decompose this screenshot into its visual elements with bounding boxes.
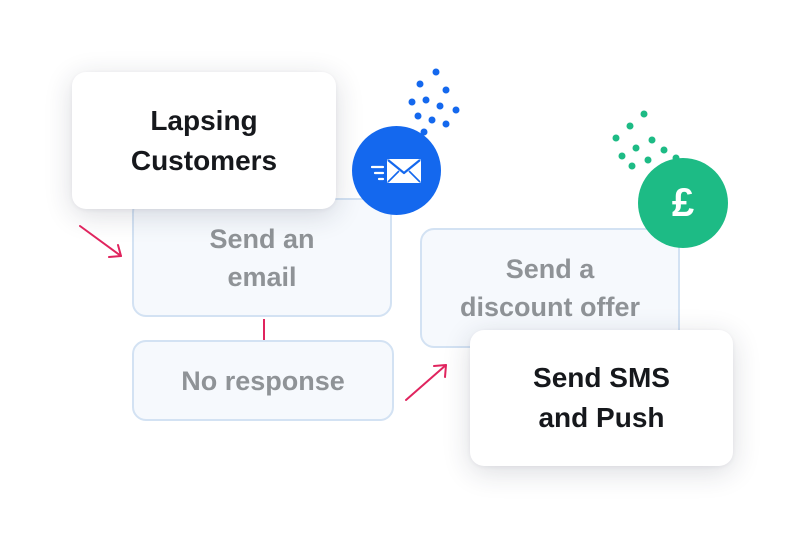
step-send-email-label: Send an email	[209, 220, 314, 296]
email-badge	[352, 126, 441, 215]
callout-lapsing-customers: Lapsing Customers	[72, 72, 336, 209]
step-no-response: No response	[132, 340, 394, 421]
callout-sms-push: Send SMS and Push	[470, 330, 733, 466]
step-send-email: Send an email	[132, 198, 392, 317]
callout-sms-push-label: Send SMS and Push	[533, 358, 670, 438]
step-send-discount-line1: Send a	[505, 254, 595, 284]
step-send-discount: Send a discount offer	[420, 228, 680, 348]
envelope-icon	[370, 158, 421, 183]
step-send-email-line1: Send an	[209, 223, 315, 254]
callout-sms-push-line1: Send SMS	[533, 362, 670, 393]
callout-lapsing-line2: Customers	[130, 144, 278, 176]
callout-sms-push-line2: and Push	[538, 402, 665, 433]
pound-icon: £	[671, 181, 695, 225]
step-no-response-label: No response	[181, 365, 345, 396]
callout-lapsing-label: Lapsing Customers	[131, 101, 277, 181]
pound-badge: £	[638, 158, 728, 248]
step-send-discount-label: Send a discount offer	[460, 250, 640, 326]
step-send-discount-line2: discount offer	[460, 292, 640, 322]
callout-lapsing-line1: Lapsing	[150, 104, 258, 136]
step-send-email-line2: email	[227, 261, 297, 292]
